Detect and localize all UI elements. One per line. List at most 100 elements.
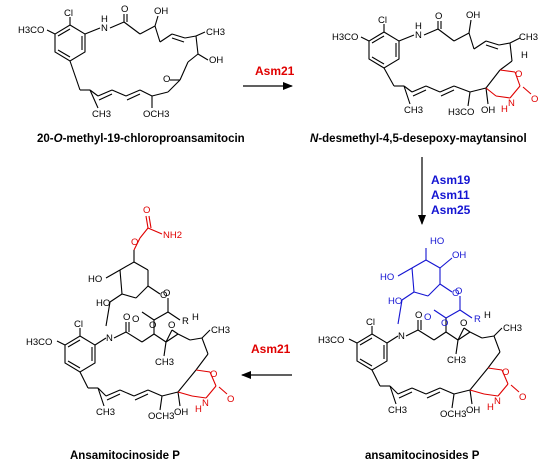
compound-3-labels: HO OH HO O HO O O R O O H Cl N O CH3 H3C… bbox=[318, 236, 526, 420]
c4-ch3-right-label: CH3 bbox=[211, 325, 230, 336]
arrow-right-enzyme-2-label: Asm11 bbox=[431, 188, 470, 202]
compound-1-structure bbox=[46, 14, 209, 109]
c1-h3co-label: H3CO bbox=[18, 25, 44, 36]
c3-carbonyl-o-label: O bbox=[519, 392, 526, 403]
compound-2-structure bbox=[360, 19, 521, 107]
c4-benzene-ring bbox=[64, 335, 96, 373]
c3-ch3-label: CH3 bbox=[447, 355, 466, 366]
compound-2-name: N-desmethyl-4,5-desepoxy-maytansinol bbox=[310, 133, 527, 145]
c4-nh-red-label: N bbox=[202, 398, 209, 409]
compound-3-name: ansamitocinosides P bbox=[365, 450, 480, 462]
c4-r-label: R bbox=[182, 316, 189, 327]
c2-ch3-right-label: CH3 bbox=[519, 32, 538, 43]
c3-epoxide-o-label: O bbox=[460, 318, 467, 329]
c2-h3co-label: H3CO bbox=[332, 32, 358, 43]
compound-4-name: Ansamitocinoside P bbox=[70, 450, 180, 462]
c1-oh-right-label: OH bbox=[209, 55, 223, 66]
c4-ch3-bottom-label: CH3 bbox=[96, 407, 115, 418]
c2-amide-o-label: O bbox=[435, 11, 442, 22]
c2-nh-label: H bbox=[415, 21, 422, 32]
c4-och3-label: OCH3 bbox=[148, 411, 174, 422]
compound-2-red-ring bbox=[485, 69, 532, 99]
c1-och3-label: OCH3 bbox=[143, 109, 169, 120]
c4-h-red-label: H bbox=[195, 404, 202, 415]
c3-h-red-label: H bbox=[487, 402, 494, 413]
c2-h-red-label: H bbox=[501, 104, 508, 115]
compound-1-labels: Cl N H O OH CH3 OH O H3CO OCH3 CH3 bbox=[18, 4, 225, 120]
c3-n-label: N bbox=[398, 331, 405, 342]
c4-amide-o-label: O bbox=[123, 312, 130, 323]
c3-ho3-label: HO bbox=[388, 296, 402, 307]
c2-ch3-bottom-label: CH3 bbox=[404, 105, 423, 116]
c1-cl-label: Cl bbox=[64, 8, 73, 19]
c3-h-right-label: H bbox=[484, 310, 491, 321]
c4-nh2-label: NH2 bbox=[163, 230, 182, 241]
c1-ch3-right-label: CH3 bbox=[206, 27, 225, 38]
c1-nh-label: H bbox=[101, 14, 108, 25]
c2-h3co-bottom-label: H3CO bbox=[448, 107, 474, 118]
c4-epoxide-o-label: O bbox=[168, 320, 175, 331]
c2-ring-o-label: O bbox=[515, 69, 522, 80]
c3-nh-red-label: N bbox=[494, 396, 501, 407]
c4-n-label: N bbox=[106, 333, 113, 344]
c2-h-right-label: H bbox=[521, 50, 528, 61]
c4-cl-label: Cl bbox=[74, 319, 83, 330]
c4-carbamate-link-o-label: O bbox=[131, 237, 138, 248]
c2-carbonyl-o-label: O bbox=[531, 94, 538, 105]
c4-h-right-label: H bbox=[192, 312, 199, 323]
c3-ho2-label: HO bbox=[380, 272, 394, 283]
c4-ho1-label: HO bbox=[88, 274, 102, 285]
c3-r-label: R bbox=[474, 314, 481, 325]
compound-4-structure bbox=[56, 250, 211, 411]
c3-blue-o-label: O bbox=[441, 318, 448, 329]
compound-1-name: 20-O-methyl-19-chloroproansamitocin bbox=[37, 133, 245, 145]
c4-link-o-label: O bbox=[132, 314, 139, 325]
c4-carbonyl-o-label: O bbox=[227, 394, 234, 405]
c4-blue-o-label: O bbox=[149, 320, 156, 331]
c3-cl-label: Cl bbox=[366, 317, 375, 328]
arrow-bottom-enzyme-label: Asm21 bbox=[251, 342, 291, 356]
c3-sugar-o-label: O bbox=[452, 288, 459, 299]
c2-benzene-ring bbox=[368, 31, 400, 69]
c4-h3co-label: H3CO bbox=[26, 337, 52, 348]
compound-4-labels: O O NH2 O HO HO O O R O O H Cl N O CH3 H… bbox=[26, 205, 234, 422]
arrow-top-enzyme-label: Asm21 bbox=[255, 64, 295, 78]
arrow-right-enzyme-3-label: Asm25 bbox=[431, 203, 471, 217]
c3-ch3-right-label: CH3 bbox=[503, 323, 522, 334]
c4-carbamate-o-label: O bbox=[143, 205, 150, 216]
c2-oh-bottom-label: OH bbox=[481, 105, 495, 116]
c4-oh-label: OH bbox=[174, 407, 188, 418]
c3-oh1-label: OH bbox=[452, 250, 466, 261]
c3-oh-label: OH bbox=[466, 405, 480, 416]
c4-ester-o-label: O bbox=[163, 288, 170, 299]
c4-ring-o-label: O bbox=[210, 369, 217, 380]
arrow-right-enzyme-1-label: Asm19 bbox=[431, 173, 471, 187]
c1-ch3-bottom-label: CH3 bbox=[92, 109, 111, 120]
c3-amide-o-label: O bbox=[415, 310, 422, 321]
c4-sugar-o-label: O bbox=[160, 290, 167, 301]
c3-h3co-label: H3CO bbox=[318, 335, 344, 346]
c3-ester-o-label: O bbox=[455, 286, 462, 297]
compound-4-red-groups bbox=[133, 215, 228, 399]
c3-link-o-label: O bbox=[424, 312, 431, 323]
compound-2-labels: Cl N H O OH CH3 H H3CO O O N H OH H3CO C… bbox=[332, 10, 538, 118]
c1-benzene-ring bbox=[54, 24, 86, 62]
c4-ho2-label: HO bbox=[96, 298, 110, 309]
c2-nh-red-label: N bbox=[508, 98, 515, 109]
compound-3-red-ring bbox=[469, 367, 520, 397]
c3-benzene-ring bbox=[356, 333, 388, 371]
c3-ring-o-label: O bbox=[502, 367, 509, 378]
compound-3-sugar bbox=[397, 248, 473, 325]
c1-amide-o-label: O bbox=[121, 4, 128, 15]
c4-ch3-label: CH3 bbox=[155, 357, 174, 368]
c2-oh-top-label: OH bbox=[466, 10, 480, 21]
c1-keto-o-label: O bbox=[163, 74, 170, 85]
c2-n-label: N bbox=[415, 30, 422, 41]
compound-3-structure bbox=[348, 318, 503, 409]
c3-h3c-label: CH3 bbox=[388, 405, 407, 416]
c3-ho1-label: HO bbox=[430, 236, 444, 247]
c1-oh-top-label: OH bbox=[154, 6, 168, 17]
c3-och3-label: OCH3 bbox=[440, 409, 466, 420]
c1-n-label: N bbox=[101, 23, 108, 34]
